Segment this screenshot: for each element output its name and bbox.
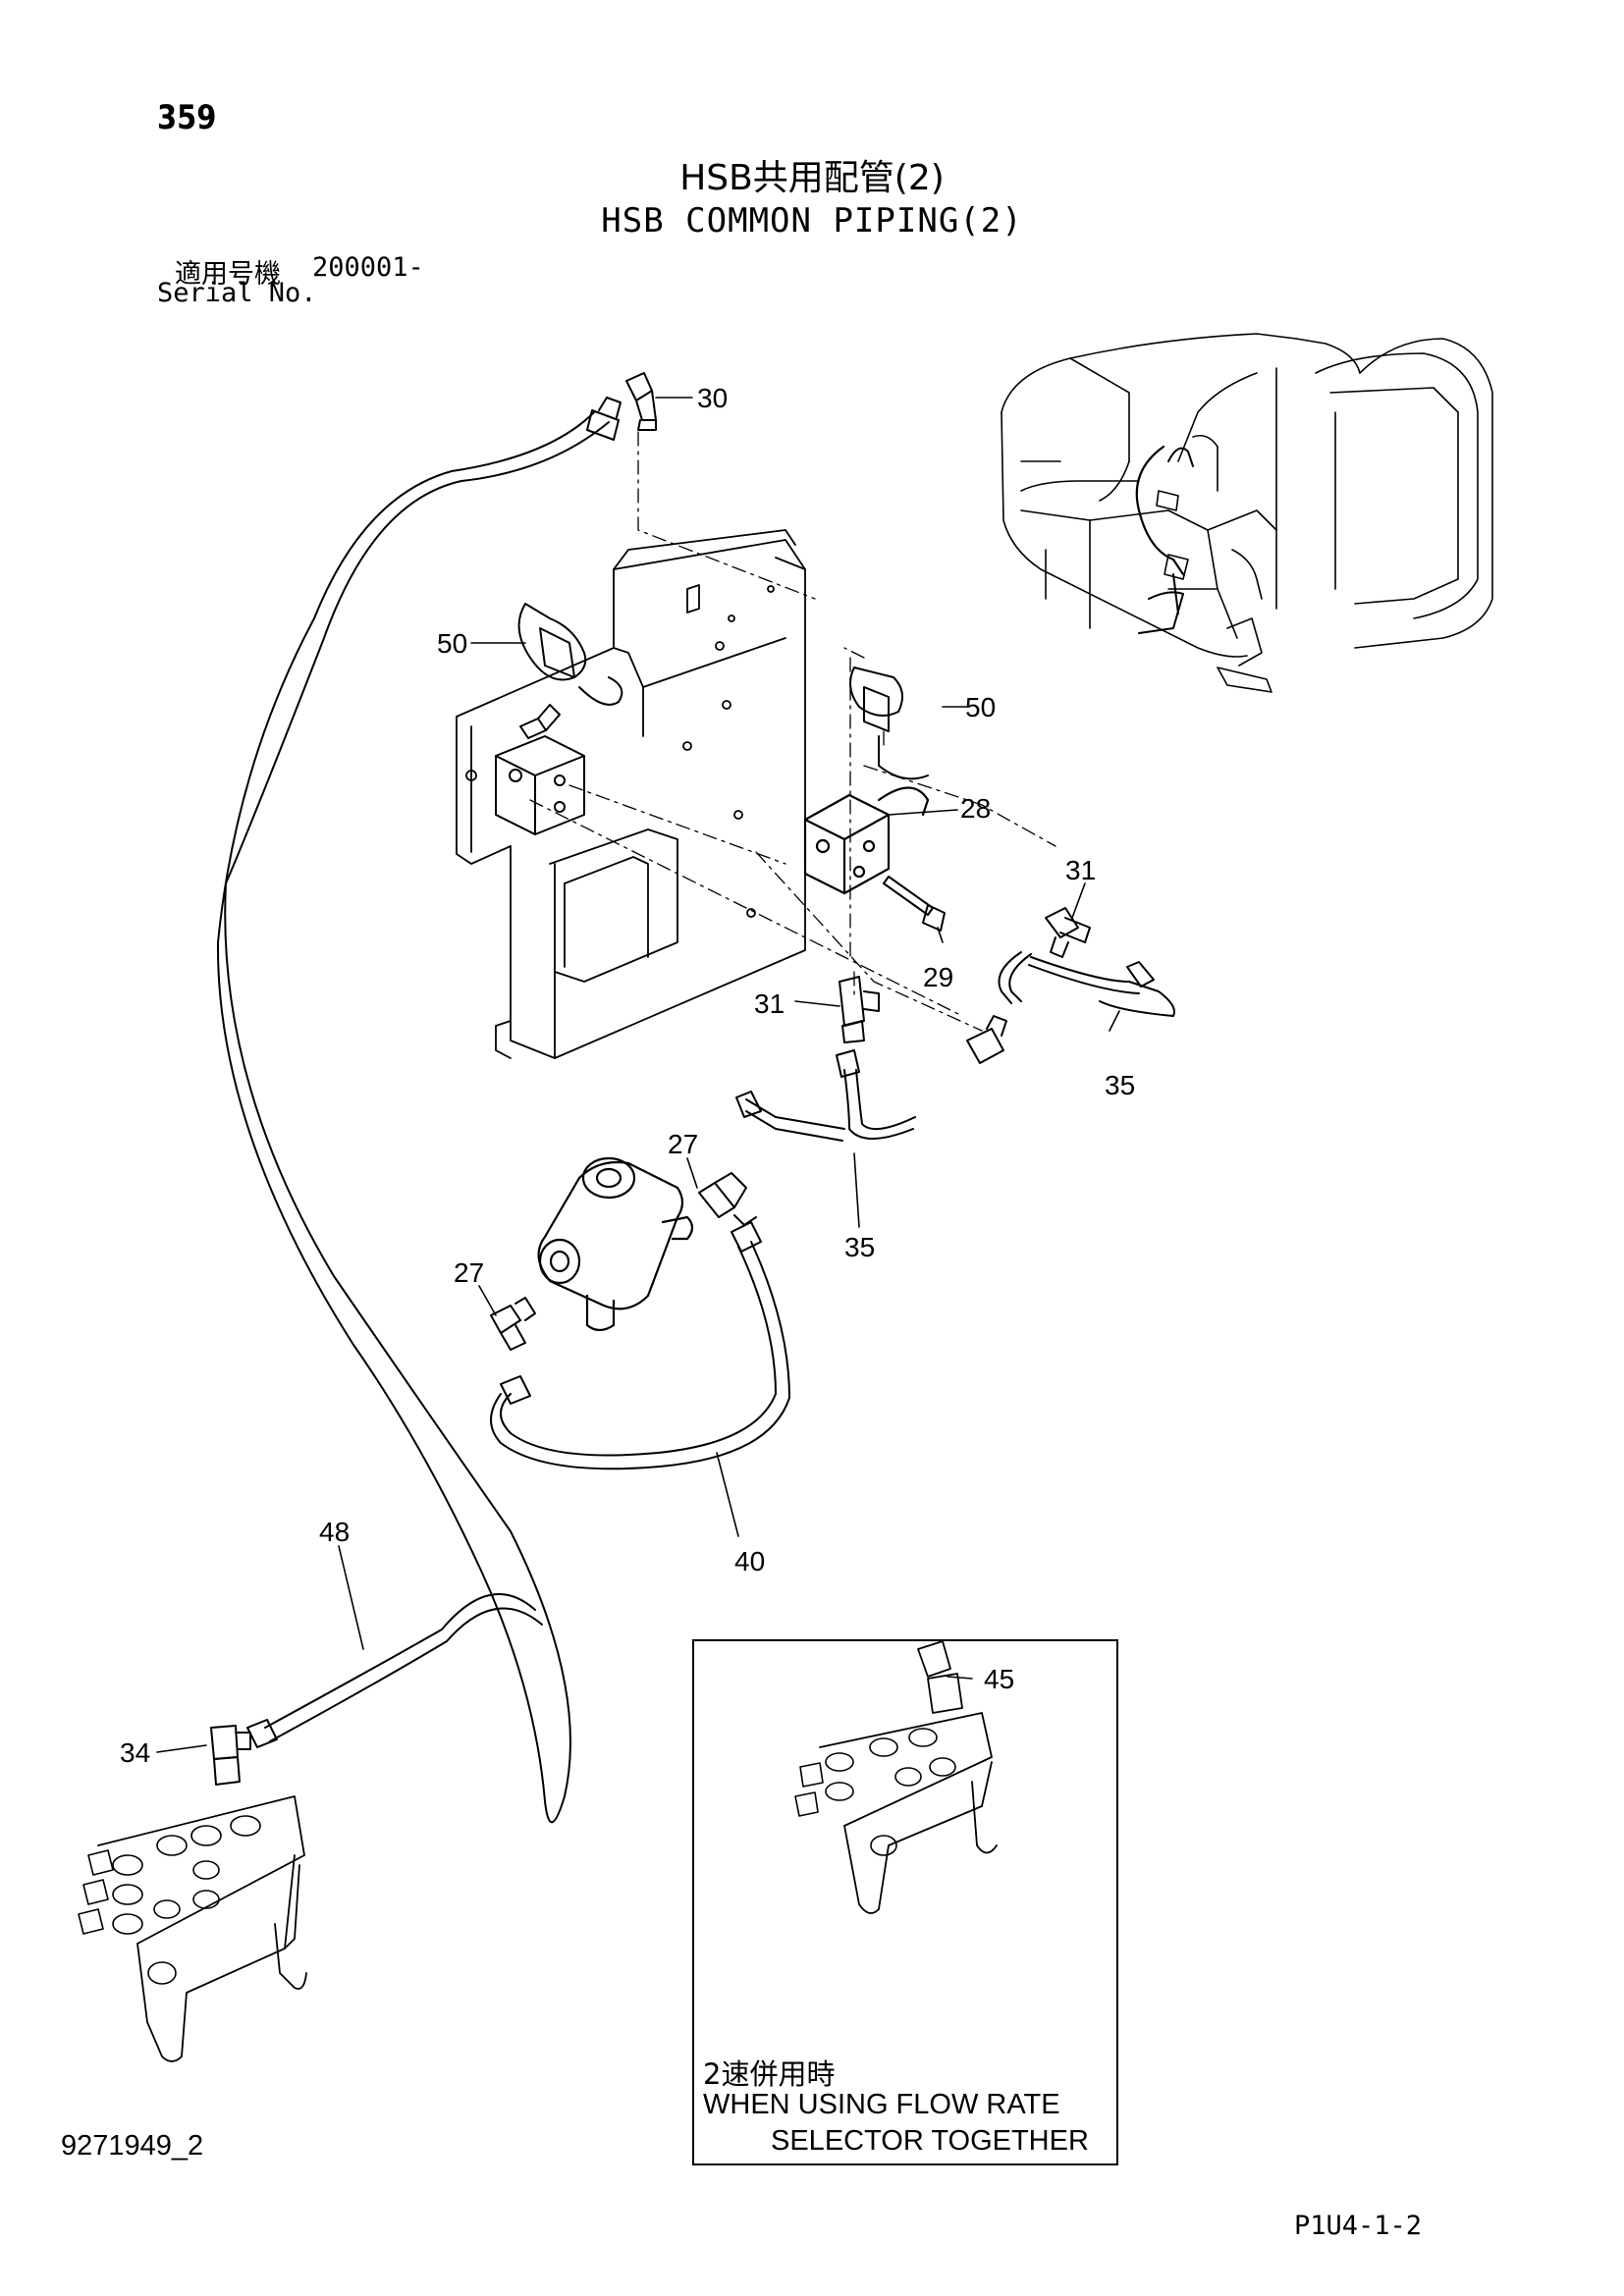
hose-35-right	[998, 951, 1175, 1017]
callout-27-upper: 27	[668, 1129, 698, 1159]
tee-fitting-31-center	[839, 976, 880, 1043]
mounting-bracket-illustration	[456, 529, 806, 1059]
inset-note-line2: SELECTOR TOGETHER	[771, 2125, 1089, 2157]
callout-50-right: 50	[965, 692, 996, 722]
callout-30: 30	[697, 383, 728, 413]
elbow-fitting-30	[625, 372, 657, 431]
control-valve-bank-main	[78, 1795, 307, 2062]
hose-35-center	[735, 1049, 916, 1142]
callout-29: 29	[923, 962, 953, 992]
excavator-overview-illustration	[1001, 333, 1493, 693]
page-number: 359	[157, 98, 217, 137]
callout-31-right: 31	[1065, 855, 1096, 885]
callout-35-center: 35	[844, 1232, 875, 1262]
inset-box	[692, 1639, 1118, 2165]
control-valve-bank-inset	[794, 1640, 998, 1914]
serial-label-jp: 適用号機	[175, 259, 281, 290]
elbow-fitting-27-upper	[698, 1172, 757, 1226]
callout-leaders	[156, 397, 1120, 1753]
callout-48: 48	[319, 1517, 350, 1547]
long-hose-upper	[216, 397, 622, 1824]
inset-note-line1: WHEN USING FLOW RATE	[703, 2089, 1060, 2120]
callout-31-center: 31	[754, 988, 785, 1019]
callout-28: 28	[960, 793, 991, 824]
elbow-fitting-lower	[966, 1015, 1007, 1064]
page-title-en: HSB COMMON PIPING(2)	[601, 201, 1023, 240]
callout-34: 34	[120, 1737, 150, 1768]
assembly-leader-lines	[529, 431, 1056, 1032]
clamp-50-right	[849, 667, 929, 780]
callout-40: 40	[734, 1546, 765, 1576]
page-code: P1U4-1-2	[1294, 2211, 1423, 2241]
callout-35-right: 35	[1105, 1070, 1135, 1100]
callout-45: 45	[984, 1664, 1014, 1694]
left-valve-block	[495, 704, 585, 835]
bolt-29	[883, 876, 946, 932]
serial-label-en: Serial No.	[157, 278, 317, 308]
drawing-id: 9271949_2	[61, 2130, 204, 2162]
tee-fitting-34	[210, 1725, 251, 1786]
hose-48	[246, 1593, 543, 1748]
callout-27-lower: 27	[454, 1257, 484, 1288]
callout-50-left: 50	[437, 628, 467, 659]
valve-block-28	[803, 786, 930, 895]
elbow-fitting-27-lower	[490, 1297, 536, 1351]
page-title-jp: HSB共用配管(2)	[679, 158, 945, 198]
tee-fitting-31-right	[1045, 907, 1091, 958]
valve-body-center	[537, 1156, 694, 1332]
clamp-50-left	[517, 603, 623, 706]
serial-range: 200001-	[312, 252, 424, 283]
inset-note-jp: 2速併用時	[703, 2057, 836, 2091]
hose-40	[490, 1221, 790, 1470]
